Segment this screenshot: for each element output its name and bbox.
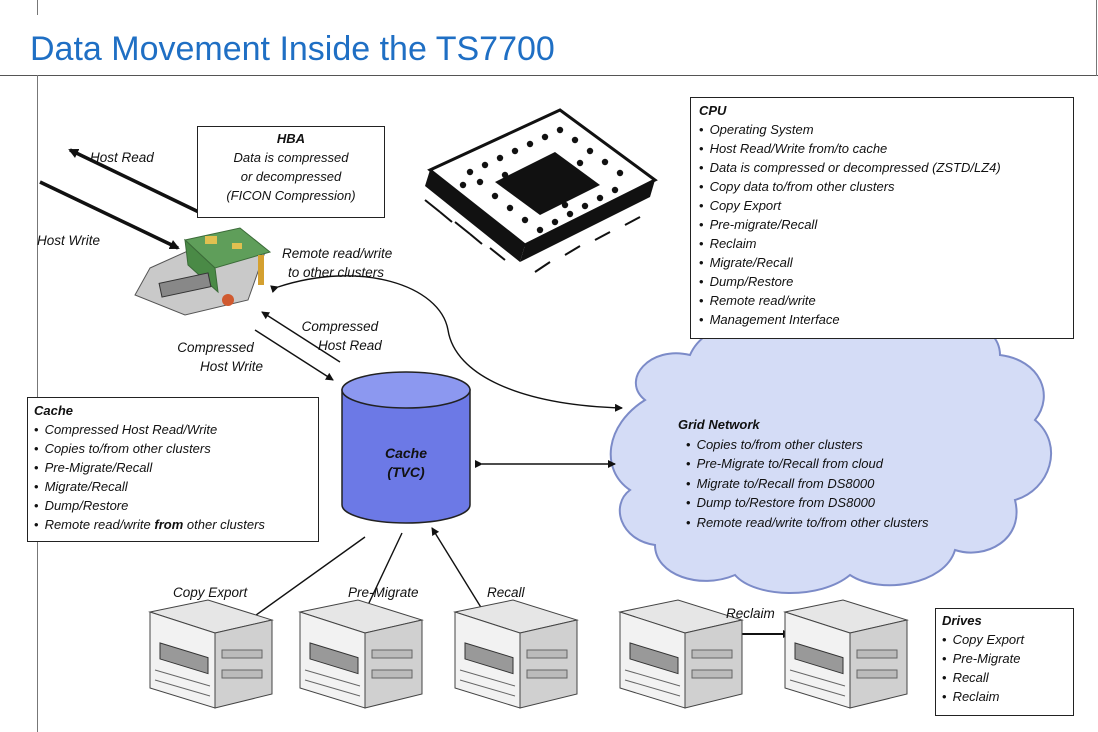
- copy-export-label: Copy Export: [173, 585, 248, 600]
- list-item: Recall: [942, 668, 1073, 687]
- list-item: Pre-Migrate/Recall: [34, 458, 318, 477]
- list-item: Migrate/Recall: [699, 253, 1073, 272]
- drives-box: Drives Copy Export Pre-Migrate Recall Re…: [935, 608, 1074, 716]
- list-item: Pre-Migrate to/Recall from cloud: [686, 454, 928, 474]
- remote-rw-line: to other clusters: [288, 265, 385, 280]
- tape-drive-icon: [619, 599, 743, 709]
- right-border-top: [1096, 0, 1097, 76]
- list-item: Copy Export: [699, 196, 1073, 215]
- list-item: Dump/Restore: [699, 272, 1073, 291]
- list-item: Migrate/Recall: [34, 477, 318, 496]
- list-item: Remote read/write: [699, 291, 1073, 310]
- copy-export-arrow: [237, 536, 366, 629]
- list-item: Remote read/write to/from other clusters: [686, 513, 929, 533]
- tape-drive-icon: [148, 599, 274, 709]
- grid-network-text: Grid Network Copies to/from other cluste…: [678, 415, 928, 532]
- list-item: Pre-Migrate: [942, 649, 1073, 668]
- pre-migrate-label: Pre-Migrate: [348, 585, 419, 600]
- remote-rw-arrow: [270, 275, 623, 412]
- cache-last-prefix: Remote read/write: [44, 517, 155, 532]
- list-item: Dump/Restore: [34, 496, 318, 515]
- list-item: Management Interface: [699, 310, 1073, 329]
- list-item: Dump to/Restore from DS8000: [686, 493, 928, 513]
- host-read-arrow: [68, 148, 206, 217]
- hba-line: Data is compressed: [233, 150, 349, 165]
- cylinder-icon: [341, 371, 471, 524]
- compressed-write-line: Host Write: [200, 359, 264, 374]
- compressed-read-line: Host Read: [318, 338, 382, 353]
- list-item: Data is compressed or decompressed (ZSTD…: [699, 158, 1073, 177]
- cache-last-bold: from: [154, 517, 184, 532]
- reclaim-label: Reclaim: [726, 606, 775, 621]
- hba-line: or decompressed: [240, 169, 342, 184]
- cache-tvc-line: Cache: [384, 445, 428, 461]
- cpu-list: Operating System Host Read/Write from/to…: [699, 120, 1073, 329]
- cache-title: Cache: [34, 403, 74, 418]
- list-item: Reclaim: [699, 234, 1073, 253]
- grid-title: Grid Network: [678, 417, 760, 432]
- compressed-read-line: Compressed: [301, 319, 379, 334]
- list-item: Compressed Host Read/Write: [34, 420, 318, 439]
- tape-drive-icon: [299, 599, 423, 709]
- list-item: Reclaim: [942, 687, 1073, 706]
- title-divider: [0, 75, 1098, 76]
- tape-drive-icon: [784, 599, 908, 709]
- list-item: Copies to/from other clusters: [686, 435, 928, 455]
- grid-list: Copies to/from other clusters Pre-Migrat…: [678, 435, 929, 533]
- cpu-chip-icon: [424, 108, 658, 273]
- compressed-read-label: Compressed Host Read: [298, 317, 382, 355]
- cache-last-suffix: other clusters: [183, 517, 265, 532]
- hba-card-icon: [134, 227, 272, 316]
- drives-list: Copy Export Pre-Migrate Recall Reclaim: [942, 630, 1073, 706]
- cache-tvc-line: (TVC): [387, 464, 425, 480]
- remote-rw-line: Remote read/write: [282, 246, 393, 261]
- list-item: Pre-migrate/Recall: [699, 215, 1073, 234]
- list-item: Copies to/from other clusters: [34, 439, 318, 458]
- list-item: Copy Export: [942, 630, 1073, 649]
- host-write-label: Host Write: [37, 233, 101, 248]
- page-title: Data Movement Inside the TS7700: [30, 30, 555, 68]
- compressed-write-label: Compressed Host Write: [168, 338, 263, 376]
- list-item: Host Read/Write from/to cache: [699, 139, 1073, 158]
- hba-title: HBA: [276, 131, 306, 146]
- host-write-arrow: [39, 180, 180, 250]
- cache-tvc-label: Cache (TVC): [366, 444, 446, 482]
- cpu-title: CPU: [699, 103, 727, 118]
- list-item: Operating System: [699, 120, 1073, 139]
- left-border-top: [37, 0, 38, 15]
- compressed-write-line: Compressed: [177, 340, 254, 355]
- recall-label: Recall: [487, 585, 525, 600]
- compressed-read-arrow: [261, 311, 341, 363]
- compressed-write-arrow: [254, 329, 334, 381]
- list-item: Migrate to/Recall from DS8000: [686, 474, 928, 494]
- host-read-label: Host Read: [90, 150, 154, 165]
- tape-drive-icon: [454, 599, 578, 709]
- list-item: Remote read/write from other clusters: [34, 515, 318, 534]
- list-item: Copy data to/from other clusters: [699, 177, 1073, 196]
- drives-title: Drives: [942, 613, 982, 628]
- remote-rw-label: Remote read/write to other clusters: [282, 244, 392, 282]
- cache-list: Compressed Host Read/Write Copies to/fro…: [34, 420, 318, 534]
- hba-line: (FICON Compression): [226, 188, 356, 203]
- hba-box: HBA Data is compressed or decompressed (…: [197, 126, 385, 218]
- cpu-box: CPU Operating System Host Read/Write fro…: [690, 97, 1074, 339]
- cache-box: Cache Compressed Host Read/Write Copies …: [27, 397, 319, 542]
